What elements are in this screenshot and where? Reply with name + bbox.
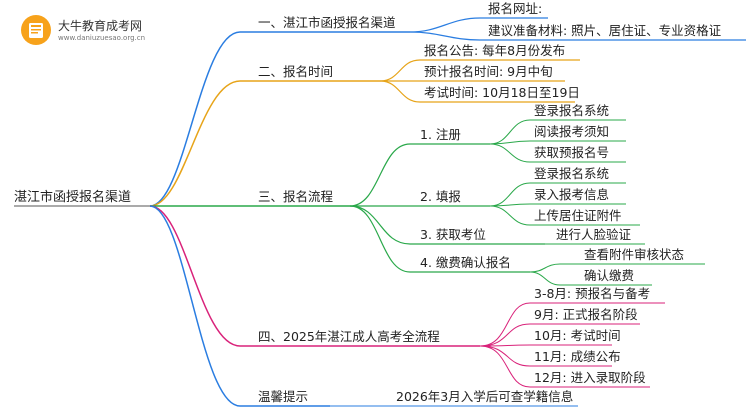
leaf-sep: 9月: 正式报名阶段 — [534, 307, 638, 322]
leaf-exam-time: 考试时间: 10月18日至19日 — [424, 85, 580, 100]
step-register: 1. 注册 — [420, 127, 461, 142]
link-b4-1 — [479, 302, 531, 347]
branch-full-process: 四、2025年湛江成人高考全流程 — [258, 329, 440, 344]
leaf-materials: 建议准备材料: 照片、居住证、专业资格证 — [488, 23, 722, 38]
book-icon — [21, 15, 51, 45]
link-b4-2 — [479, 323, 531, 347]
leaf-confirm-payment: 确认缴费 — [584, 268, 635, 283]
link-b2-1 — [379, 59, 421, 82]
link-b2-3 — [379, 80, 421, 103]
link-step1 — [349, 143, 411, 207]
link-step1-3 — [489, 143, 531, 163]
link-step4-2 — [529, 271, 561, 286]
link-step4 — [349, 205, 411, 273]
leaf-mar-aug: 3-8月: 预报名与备考 — [534, 286, 651, 301]
leaf-face-verification: 进行人脸验证 — [556, 227, 632, 242]
leaf-announcement: 报名公告: 每年8月份发布 — [424, 43, 566, 58]
step-get-seat: 3. 获取考位 — [420, 227, 486, 242]
link-step1-2 — [489, 140, 531, 145]
link-b5 — [149, 205, 241, 407]
leaf-login-1: 登录报名系统 — [534, 103, 610, 118]
leaf-check-review: 查看附件审核状态 — [584, 247, 685, 262]
link-b1 — [149, 31, 241, 207]
branch-channels: 一、湛江市函授报名渠道 — [258, 15, 396, 30]
leaf-read-notice: 阅读报考须知 — [534, 124, 610, 139]
link-b1-2 — [409, 31, 481, 41]
leaf-website: 报名网址: — [488, 1, 543, 16]
branch-time: 二、报名时间 — [258, 64, 334, 79]
link-b4 — [149, 205, 241, 347]
leaf-enrollment-check: 2026年3月入学后可查学籍信息 — [396, 389, 574, 404]
link-b4-5 — [479, 345, 531, 388]
step-pay-confirm: 4. 缴费确认报名 — [420, 255, 511, 270]
leaf-oct: 10月: 考试时间 — [534, 328, 621, 343]
leaf-get-prereg-number: 获取预报名号 — [534, 145, 610, 160]
leaf-dec: 12月: 进入录取阶段 — [534, 370, 646, 385]
leaf-nov: 11月: 成绩公布 — [534, 349, 621, 364]
branch-process: 三、报名流程 — [258, 189, 334, 204]
leaf-registration-time: 预计报名时间: 9月中旬 — [424, 64, 553, 79]
link-b2 — [149, 80, 241, 207]
root-node: 湛江市函授报名渠道 — [14, 190, 132, 205]
link-step2-3 — [489, 205, 531, 226]
link-b1-1 — [409, 17, 481, 33]
leaf-upload-residence: 上传居住证附件 — [534, 208, 622, 223]
leaf-enter-info: 录入报考信息 — [534, 187, 610, 202]
link-step2-1 — [489, 182, 531, 207]
link-step3 — [349, 205, 411, 245]
logo-title: 大牛教育成考网 — [58, 19, 143, 33]
leaf-login-2: 登录报名系统 — [534, 166, 610, 181]
branch-tips: 温馨提示 — [258, 389, 309, 404]
step-fill: 2. 填报 — [420, 189, 461, 204]
link-step4-1 — [529, 263, 561, 273]
logo-url: www.daniuzuesao.org.cn — [58, 34, 146, 42]
link-step1-1 — [489, 119, 531, 145]
